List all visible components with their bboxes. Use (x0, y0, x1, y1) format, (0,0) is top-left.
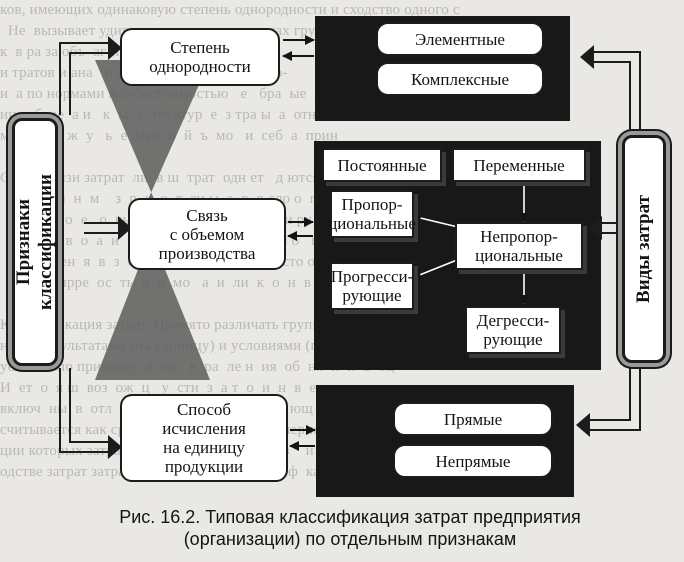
criterion-volume-relation: Связь с объемом производства (128, 198, 286, 270)
left-arrow-middle (84, 222, 120, 234)
cost-type-complex: Комплексные (376, 62, 544, 96)
left-arrow-bottom (59, 368, 110, 453)
classification-criteria-label: Признаки классификации (12, 118, 58, 366)
cost-type-elemental: Элементные (376, 22, 544, 56)
cost-type-variable: Переменные (452, 148, 586, 182)
cost-types-text: Виды затрат (633, 195, 654, 303)
figure-caption: Рис. 16.2. Типовая классификация затрат … (70, 506, 630, 550)
cost-type-direct: Прямые (393, 402, 553, 436)
criterion-calculation-method: Способ исчисления на единицу продукции (120, 394, 288, 482)
cost-type-degressive: Дегресси- рующие (465, 306, 561, 354)
right-arrow-top (592, 51, 641, 130)
right-arrow-bottom (588, 360, 641, 431)
cost-type-fixed: Постоянные (322, 148, 442, 182)
cost-type-nonproportional: Непропор- циональные (455, 222, 583, 270)
cost-type-progressive: Прогресси- рующие (330, 262, 414, 310)
criterion-homogeneity: Степень однородности (120, 28, 280, 86)
cost-type-indirect: Непрямые (393, 444, 553, 478)
left-arrow-top (59, 42, 110, 115)
right-arrow-middle (600, 222, 620, 234)
classification-criteria-text: Признаки классификации (13, 173, 56, 311)
cost-type-proportional: Пропор- циональные (328, 190, 416, 238)
cost-types-label: Виды затрат (622, 135, 666, 363)
